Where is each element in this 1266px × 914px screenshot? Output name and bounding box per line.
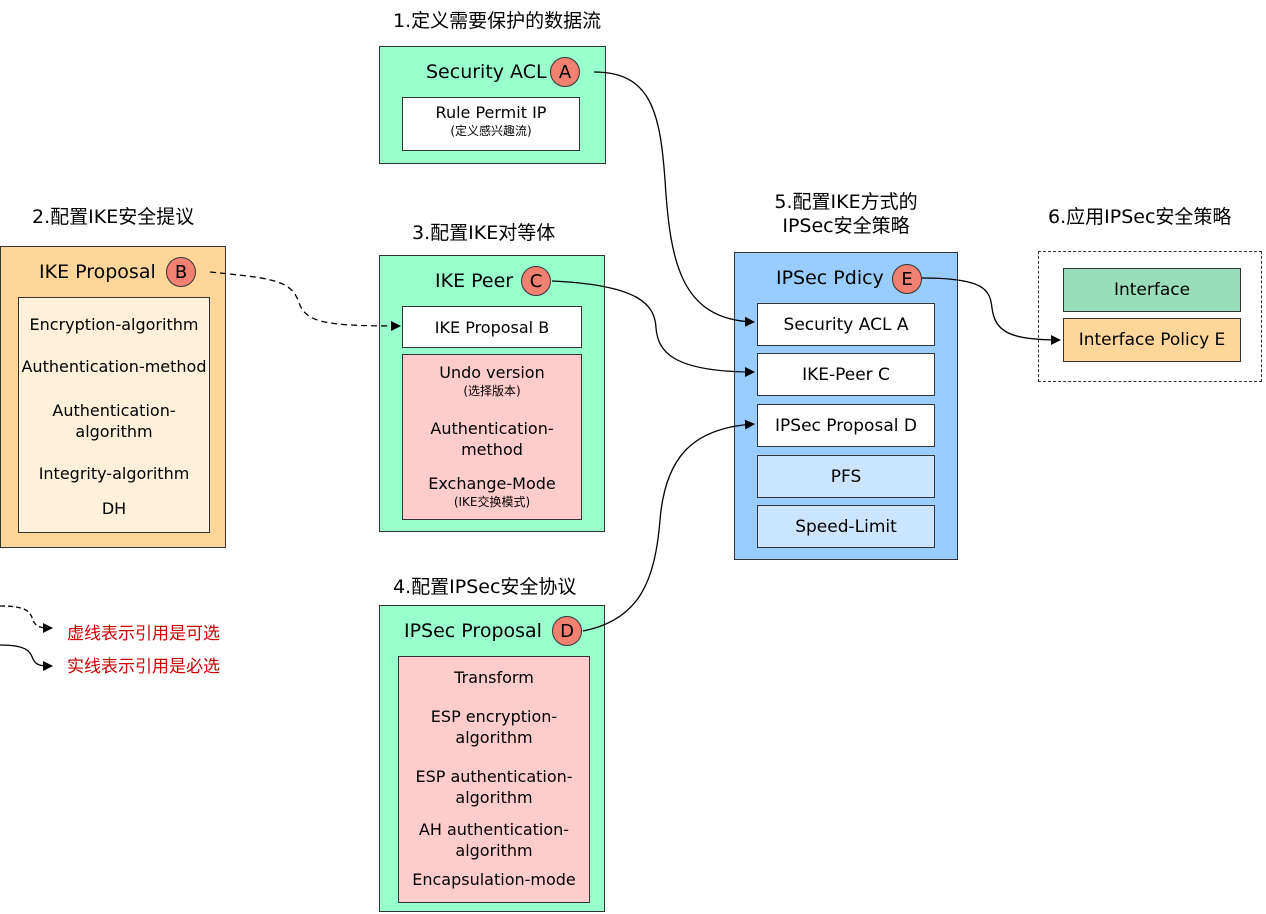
ipsec-policy-title: IPSec Pdicy [776, 267, 884, 289]
connector-ike-proposal-to-peer [209, 271, 401, 331]
list-item: algorithm [75, 422, 153, 441]
step-5-title-line2: IPSec安全策略 [782, 215, 910, 237]
rule-permit-box: Rule Permit IP (定义感兴趣流) [402, 97, 580, 151]
security-acl-panel: Security ACL A Rule Permit IP (定义感兴趣流) [379, 46, 606, 164]
policy-item-speed-limit: Speed-Limit [757, 505, 935, 548]
ipsec-proposal-items: Transform ESP encryption- algorithm ESP … [398, 656, 590, 903]
ipsec-policy-panel: IPSec Pdicy E Security ACL A IKE-Peer C … [734, 252, 958, 560]
security-acl-title: Security ACL [426, 61, 547, 83]
ipsec-policy-badge: E [892, 264, 922, 294]
authentication-method-label-2: method [461, 440, 523, 459]
interface-area: Interface Interface Policy E [1038, 251, 1262, 382]
policy-item-ipsec-proposal: IPSec Proposal D [757, 404, 935, 447]
list-item: AH authentication- [418, 820, 570, 839]
step-4-title: 4.配置IPSec安全协议 [393, 576, 577, 598]
list-item: algorithm [455, 788, 533, 807]
policy-item-security-acl: Security ACL A [757, 303, 935, 346]
ike-proposal-items: Encryption-algorithm Authentication-meth… [18, 297, 210, 533]
step-1-title: 1.定义需要保护的数据流 [393, 10, 602, 32]
ike-peer-settings: Undo version (选择版本) Authentication- meth… [402, 354, 582, 520]
connector-acl-to-policy [593, 71, 755, 327]
ipsec-proposal-panel: IPSec Proposal D Transform ESP encryptio… [379, 605, 605, 912]
ike-proposal-panel: IKE Proposal B Encryption-algorithm Auth… [0, 246, 226, 548]
list-item: Authentication- [52, 401, 176, 420]
list-item: Authentication-method [21, 357, 207, 376]
step-6-title: 6.应用IPSec安全策略 [1048, 206, 1232, 228]
legend-solid-text: 实线表示引用是必选 [67, 657, 220, 677]
list-item: ESP authentication- [415, 767, 573, 786]
legend-solid-arrow [0, 644, 53, 671]
rule-permit-label: Rule Permit IP [435, 103, 547, 122]
policy-item-pfs: PFS [757, 455, 935, 498]
list-item: Encryption-algorithm [29, 315, 199, 334]
list-item: Encapsulation-mode [412, 870, 576, 889]
step-3-title: 3.配置IKE对等体 [412, 222, 556, 244]
interface-box: Interface [1063, 268, 1241, 312]
list-item: algorithm [455, 841, 533, 860]
policy-item-ike-peer: IKE-Peer C [757, 353, 935, 396]
ike-proposal-title: IKE Proposal [39, 261, 156, 283]
legend-dashed-arrow [0, 605, 53, 633]
list-item: Integrity-algorithm [38, 464, 190, 483]
ipsec-proposal-badge: D [552, 616, 582, 646]
ike-peer-badge: C [521, 266, 551, 296]
ike-proposal-badge: B [166, 257, 196, 287]
connector-ipsec-proposal-to-policy [582, 419, 755, 632]
list-item: ESP encryption- [430, 707, 558, 726]
exchange-mode-note: (IKE交换模式) [453, 495, 531, 509]
list-item: algorithm [455, 728, 533, 747]
undo-version-label: Undo version [439, 363, 545, 382]
security-acl-badge: A [550, 57, 580, 87]
legend-dashed-text: 虚线表示引用是可选 [67, 624, 220, 644]
list-item: DH [101, 499, 127, 518]
exchange-mode-label: Exchange-Mode [428, 474, 556, 493]
ike-peer-title: IKE Peer [435, 270, 514, 292]
ipsec-proposal-title: IPSec Proposal [404, 620, 542, 642]
undo-version-note: (选择版本) [463, 384, 521, 398]
list-item: Transform [454, 668, 534, 687]
authentication-method-label: Authentication- [430, 419, 554, 438]
ike-peer-proposal-ref: IKE Proposal B [402, 306, 582, 348]
step-2-title: 2.配置IKE安全提议 [32, 206, 195, 228]
ike-peer-panel: IKE Peer C IKE Proposal B Undo version (… [379, 255, 605, 532]
step-5-title-line1: 5.配置IKE方式的 [774, 191, 918, 213]
interface-policy-box: Interface Policy E [1063, 318, 1241, 362]
step-5-title: 5.配置IKE方式的 IPSec安全策略 [734, 190, 958, 238]
rule-permit-note: (定义感兴趣流) [450, 124, 532, 138]
